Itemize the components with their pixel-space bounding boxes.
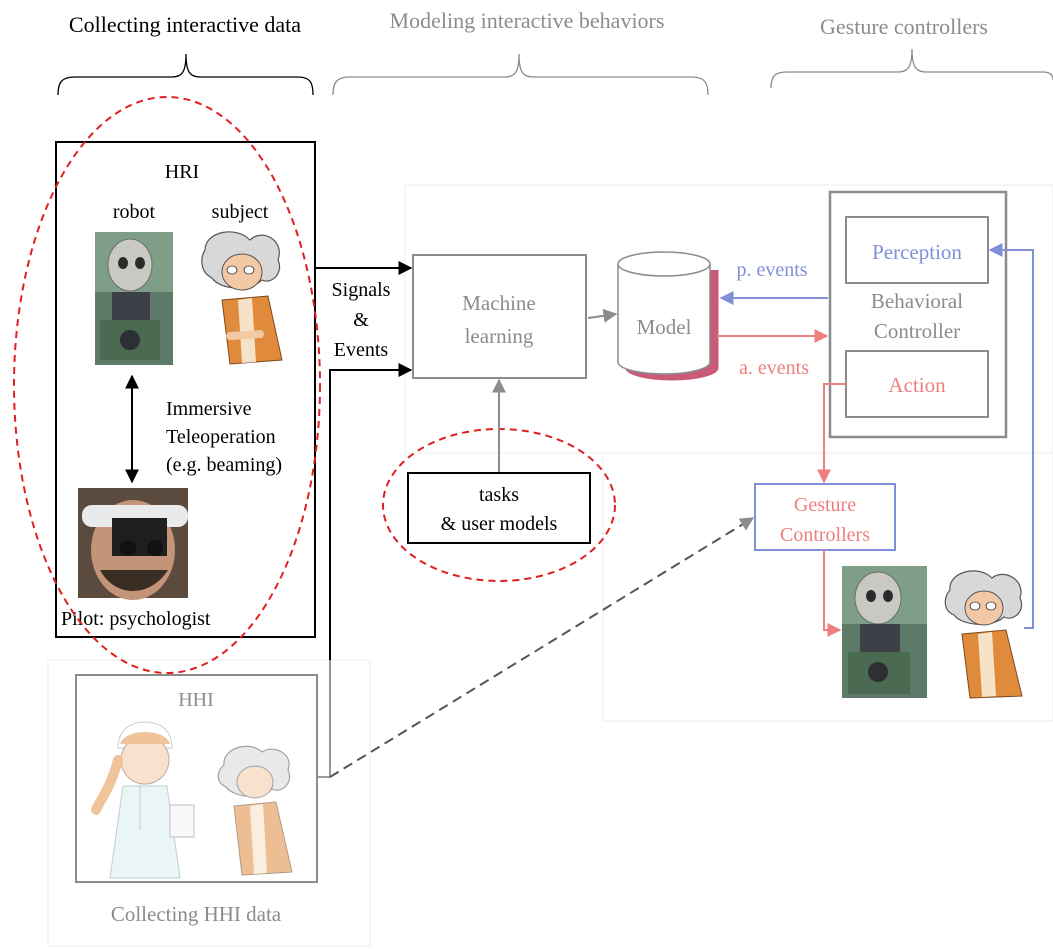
header-gesture: Gesture controllers bbox=[820, 14, 988, 39]
subject-label: subject bbox=[212, 201, 269, 223]
tasks-line1: tasks bbox=[479, 484, 519, 506]
behavioral-line2: Controller bbox=[874, 319, 960, 343]
feedback-to-perception-arrow bbox=[988, 243, 1034, 629]
pilot-image bbox=[78, 488, 188, 600]
pilot-label: Pilot: psychologist bbox=[61, 608, 211, 630]
hhi-to-gesture-dashed-arrow bbox=[329, 517, 755, 778]
signals-line2: & bbox=[353, 309, 369, 331]
perception-box bbox=[845, 216, 989, 284]
signals-arrow-bottom bbox=[329, 363, 413, 660]
hhi-caption: Collecting HHI data bbox=[111, 902, 282, 926]
subject-image-small bbox=[944, 570, 1023, 699]
brace-modeling bbox=[332, 53, 709, 96]
machine-learning-box bbox=[412, 254, 587, 379]
signals-line1: Signals bbox=[332, 279, 391, 301]
model-cylinder bbox=[617, 251, 719, 381]
teleop-line3: (e.g. beaming) bbox=[166, 454, 282, 476]
brace-gesture bbox=[770, 48, 1053, 89]
p-events-label: p. events bbox=[736, 259, 807, 281]
header-modeling: Modeling interactive behaviors bbox=[390, 8, 665, 33]
robot-image bbox=[95, 232, 173, 365]
teleop-line2: Teleoperation bbox=[166, 426, 276, 448]
a-events-label: a. events bbox=[739, 357, 809, 379]
elder-image-hhi bbox=[217, 745, 293, 876]
gesture-to-robot-arrow bbox=[823, 550, 842, 637]
perception-label: Perception bbox=[872, 240, 962, 264]
header-collecting: Collecting interactive data bbox=[69, 12, 301, 37]
tasks-line2: & user models bbox=[441, 513, 558, 535]
action-box bbox=[845, 350, 989, 418]
hri-highlight-ellipse bbox=[13, 96, 321, 674]
brace-collecting bbox=[57, 53, 314, 96]
robot-label: robot bbox=[113, 201, 156, 223]
model-label: Model bbox=[637, 315, 692, 339]
machine-learning-line2: learning bbox=[465, 324, 534, 348]
robot-image-small bbox=[842, 566, 927, 698]
hhi-title: HHI bbox=[178, 689, 214, 711]
gesture-controllers-box bbox=[754, 483, 896, 551]
action-to-gesture-arrow bbox=[817, 383, 846, 484]
behavioral-line1: Behavioral bbox=[871, 289, 963, 313]
subject-image bbox=[183, 228, 300, 368]
nurse-image bbox=[91, 721, 195, 879]
machine-learning-line1: Machine bbox=[462, 291, 535, 315]
tasks-box bbox=[407, 472, 591, 544]
hri-box bbox=[55, 141, 316, 638]
hri-title: HRI bbox=[165, 161, 199, 183]
gesture-line2: Controllers bbox=[780, 524, 870, 546]
ml-to-model-arrow bbox=[587, 308, 618, 323]
signals-line3: Events bbox=[334, 339, 389, 361]
gesture-line1: Gesture bbox=[794, 494, 856, 516]
teleop-line1: Immersive bbox=[166, 398, 252, 420]
action-label: Action bbox=[888, 373, 946, 397]
